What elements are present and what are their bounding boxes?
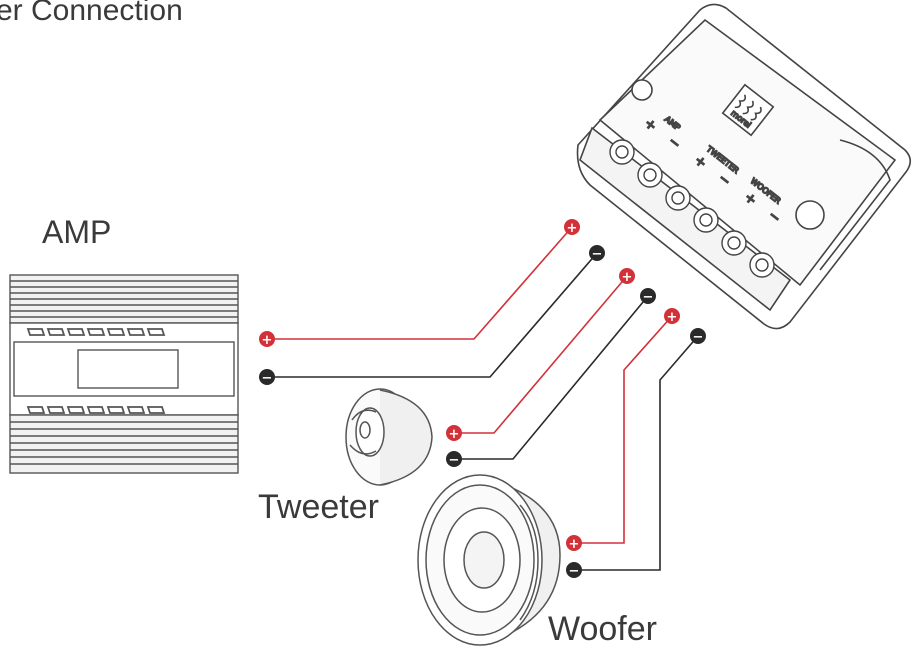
xo-amp-positive-terminal: + (564, 219, 580, 236)
wire-tweeter-positive (455, 275, 628, 434)
xo-tweeter-negative-terminal: − (640, 288, 656, 305)
svg-text:+: + (569, 537, 580, 552)
woofer-icon (417, 474, 561, 646)
tweeter-negative-terminal: − (446, 451, 462, 468)
woofer-negative-terminal: − (566, 562, 582, 579)
woofer-label: Woofer (548, 610, 657, 648)
svg-text:+: + (667, 310, 678, 325)
amplifier-icon (9, 274, 239, 474)
svg-text:−: − (592, 247, 603, 262)
xo-amp-negative-terminal: − (589, 245, 605, 262)
amp-positive-terminal: + (259, 331, 275, 348)
tweeter-positive-terminal: + (446, 425, 462, 442)
amp-negative-terminal: − (259, 369, 275, 386)
amp-label: AMP (42, 214, 111, 250)
svg-text:+: + (567, 221, 578, 236)
svg-text:−: − (569, 564, 580, 579)
svg-text:−: − (449, 453, 460, 468)
xo-tweeter-positive-terminal: + (619, 268, 635, 285)
wire-woofer-positive (575, 315, 673, 544)
wire-amp-positive (270, 226, 573, 340)
woofer-positive-terminal: + (566, 535, 582, 552)
wire-woofer-negative (575, 335, 699, 571)
xo-woofer-positive-terminal: + (664, 308, 680, 325)
svg-text:−: − (693, 330, 704, 345)
svg-text:+: + (622, 270, 633, 285)
svg-text:−: − (262, 371, 273, 386)
wire-tweeter-negative (455, 295, 649, 460)
crossover-icon: morel + − + − + − AMP TWEETER WOOFER (576, 3, 912, 330)
svg-text:+: + (262, 333, 273, 348)
wire-amp-negative (270, 252, 598, 378)
xo-woofer-negative-terminal: − (690, 328, 706, 345)
tweeter-icon (345, 388, 433, 486)
tweeter-label: Tweeter (258, 488, 379, 526)
svg-text:+: + (449, 427, 460, 442)
svg-text:−: − (643, 290, 654, 305)
page-title: er Connection (0, 0, 183, 27)
